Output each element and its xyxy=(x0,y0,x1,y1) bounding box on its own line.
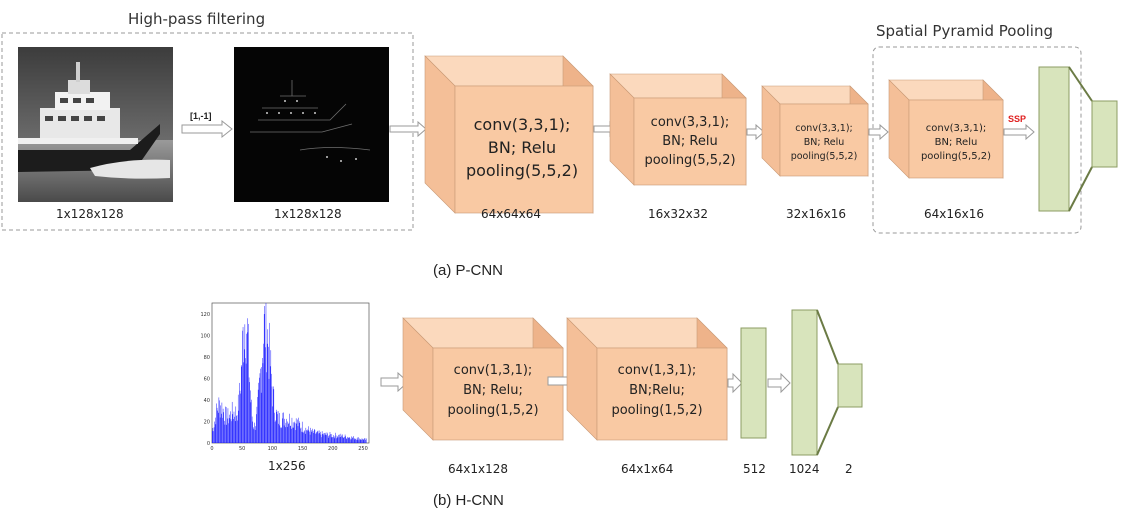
residual-image-dim: 1x128x128 xyxy=(274,207,342,221)
hpf-group-box xyxy=(1,32,414,231)
hcnn-fc-2 xyxy=(837,363,863,408)
spp-group-box xyxy=(872,46,1082,234)
histogram-x-tick: 200 xyxy=(328,446,338,452)
histogram-y-tick: 40 xyxy=(204,398,210,404)
pcnn-layer-1-dim: 64x64x64 xyxy=(481,207,541,221)
pcnn-layer-4-dim: 64x16x16 xyxy=(924,207,984,221)
pcnn-fc-connector-top xyxy=(1068,66,1093,102)
ssp-label: SSP xyxy=(1008,114,1026,124)
pcnn-fc-layer-2 xyxy=(1091,100,1118,168)
pcnn-layer-1-line-2: BN; Relu xyxy=(488,138,556,157)
histogram-dim: 1x256 xyxy=(268,459,306,473)
histogram-y-tick: 0 xyxy=(207,441,210,447)
pcnn-fc-layer-1 xyxy=(1038,66,1070,212)
histogram-x-tick: 250 xyxy=(358,446,368,452)
hcnn-caption: (b) H-CNN xyxy=(433,492,504,509)
hcnn-fc-1024-label: 1024 xyxy=(789,462,820,476)
spp-title: Spatial Pyramid Pooling xyxy=(876,22,1053,40)
hcnn-fc-1024 xyxy=(791,309,818,456)
histogram-y-ticks: 0 20 40 60 80 100 120 xyxy=(200,312,210,447)
pcnn-layer-4-line-3: pooling(5,5,2) xyxy=(921,151,991,162)
pcnn-layer-2-dim: 16x32x32 xyxy=(648,207,708,221)
histogram-y-tick: 20 xyxy=(204,420,210,426)
pcnn-caption: (a) P-CNN xyxy=(433,262,503,279)
histogram-y-tick: 120 xyxy=(200,312,210,318)
pcnn-layer-4: conv(3,3,1); BN; Relu pooling(5,5,2) xyxy=(888,79,1004,179)
pcnn-layer-2-line-2: BN; Relu xyxy=(662,134,717,149)
residual-image xyxy=(234,47,389,202)
hpf-title: High-pass filtering xyxy=(128,10,265,28)
hcnn-layer-1: conv(1,3,1); BN; Relu; pooling(1,5,2) xyxy=(402,317,564,441)
arrow-to-layer-4 xyxy=(868,123,889,141)
arrow-to-layer-3 xyxy=(746,123,765,141)
histogram-y-tick: 60 xyxy=(204,376,210,382)
hcnn-layer-1-dim: 64x1x128 xyxy=(448,462,508,476)
arrow-to-fc-1024 xyxy=(767,372,791,394)
hcnn-layer-2-line-1: conv(1,3,1); xyxy=(618,363,697,378)
pcnn-layer-2-line-3: pooling(5,5,2) xyxy=(644,153,735,168)
hcnn-layer-2-line-3: pooling(1,5,2) xyxy=(611,403,702,418)
histogram-x-tick: 0 xyxy=(210,446,213,452)
pcnn-layer-3-line-2: BN; Relu xyxy=(804,137,845,148)
pcnn-layer-4-line-2: BN; Relu xyxy=(935,137,978,148)
hcnn-layer-1-line-2: BN; Relu; xyxy=(463,383,523,398)
histogram-x-tick: 100 xyxy=(268,446,278,452)
hcnn-fc-2-label: 2 xyxy=(845,462,853,476)
hcnn-layer-2-line-2: BN;Relu; xyxy=(629,383,685,398)
hcnn-layer-1-line-3: pooling(1,5,2) xyxy=(447,403,538,418)
hcnn-layer-1-line-1: conv(1,3,1); xyxy=(454,363,533,378)
filter-arrow xyxy=(181,119,233,139)
hcnn-layer-2-dim: 64x1x64 xyxy=(621,462,673,476)
hcnn-fc-connector-top xyxy=(816,309,839,365)
histogram-bars xyxy=(212,303,367,443)
pcnn-layer-3-line-1: conv(3,3,1); xyxy=(795,123,852,134)
ship-photo-dim: 1x128x128 xyxy=(56,207,124,221)
hcnn-fc-512 xyxy=(740,327,767,439)
pcnn-layer-4-line-1: conv(3,3,1); xyxy=(926,123,987,134)
histogram-y-tick: 100 xyxy=(200,333,210,339)
hcnn-fc-512-label: 512 xyxy=(743,462,766,476)
arrow-to-layer-1 xyxy=(389,120,427,138)
histogram-y-tick: 80 xyxy=(204,355,210,361)
ssp-arrow xyxy=(1003,123,1035,141)
histogram-x-tick: 150 xyxy=(298,446,308,452)
pcnn-layer-3-line-3: pooling(5,5,2) xyxy=(791,151,858,162)
histogram-x-tick: 50 xyxy=(239,446,245,452)
hcnn-layer-2: conv(1,3,1); BN;Relu; pooling(1,5,2) xyxy=(566,317,728,441)
hcnn-fc-connector-bottom xyxy=(816,406,839,456)
pcnn-layer-2: conv(3,3,1); BN; Relu pooling(5,5,2) xyxy=(609,73,747,186)
filter-label: [1,-1] xyxy=(190,111,212,121)
pcnn-layer-2-line-1: conv(3,3,1); xyxy=(651,115,730,130)
ship-photo xyxy=(18,47,173,202)
pcnn-layer-3: conv(3,3,1); BN; Relu pooling(5,5,2) xyxy=(761,85,869,177)
pcnn-layer-3-dim: 32x16x16 xyxy=(786,207,846,221)
pcnn-layer-1: conv(3,3,1); BN; Relu pooling(5,5,2) xyxy=(424,55,594,214)
pcnn-layer-1-line-1: conv(3,3,1); xyxy=(474,115,571,134)
histogram-x-ticks: 0 50 100 150 200 250 xyxy=(210,446,367,452)
pcnn-fc-connector-bottom xyxy=(1068,166,1093,212)
arrow-to-fc-512 xyxy=(727,372,743,394)
histogram: 0 50 100 150 200 250 0 20 40 60 80 100 120 xyxy=(200,302,370,452)
pcnn-layer-1-line-3: pooling(5,5,2) xyxy=(466,161,578,180)
